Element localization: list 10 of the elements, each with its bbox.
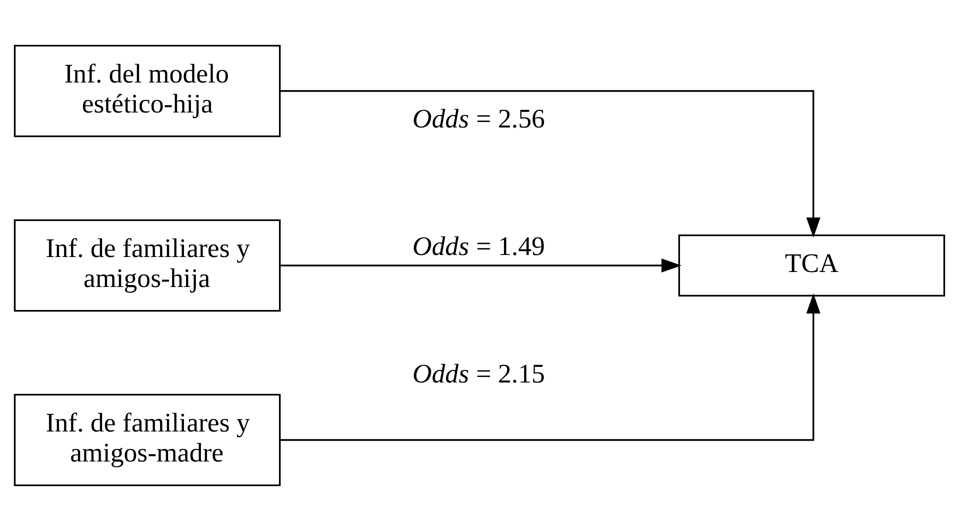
node-box: Inf. de familiares y amigos-hija <box>14 218 281 312</box>
node-box: TCA <box>678 234 946 296</box>
arrow <box>280 292 820 440</box>
edge-label: Odds = 2.15 <box>412 358 545 388</box>
edge-label: Odds = 1.49 <box>412 230 545 261</box>
node-box: Inf. de familiares y amigos-madre <box>14 393 281 486</box>
arrow <box>280 90 820 238</box>
edge-label: Odds = 2.56 <box>412 103 545 134</box>
arrow <box>280 258 682 272</box>
node-box: Inf. del modelo estético-hija <box>14 44 281 137</box>
